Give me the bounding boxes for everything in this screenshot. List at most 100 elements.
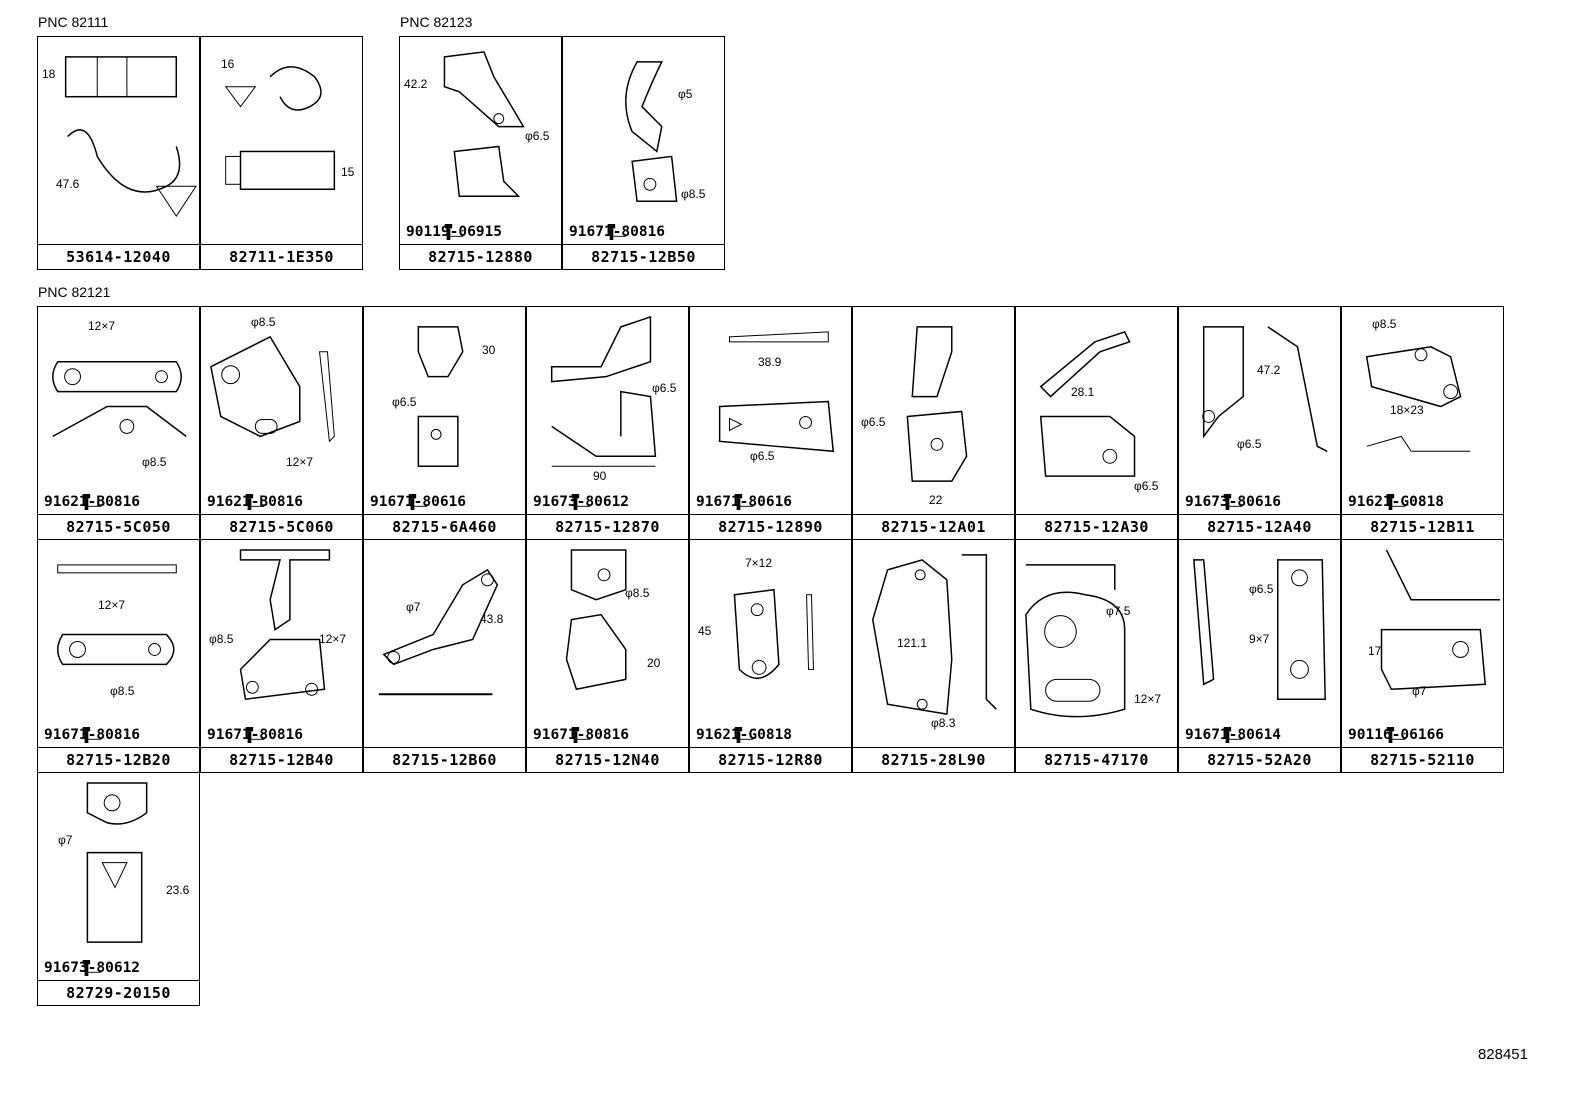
part-number: 82715-52A20 xyxy=(1207,751,1312,769)
dimension-label: φ6.5 xyxy=(1134,479,1159,493)
bolt-icon xyxy=(408,494,428,510)
bolt-part-number: 91671-80816 xyxy=(533,727,630,743)
bolt-icon xyxy=(1386,727,1406,743)
bolt-part-number: 91621-G0818 xyxy=(1348,494,1445,510)
part-number: 82715-52110 xyxy=(1370,751,1475,769)
part-number: 82715-12890 xyxy=(718,518,823,536)
bolt-part-number: 91671-80816 xyxy=(44,727,141,743)
pnc-label-82123: PNC 82123 xyxy=(400,14,473,30)
bolt-part-number: 91671-80614 xyxy=(1185,727,1282,743)
bolt-part-number: 90119-06915 xyxy=(406,224,503,240)
part-sketch xyxy=(1202,326,1328,452)
diagram-code: 828451 xyxy=(1477,1046,1528,1063)
bolt-icon xyxy=(82,494,102,510)
bolt-icon xyxy=(1386,494,1406,510)
bolt-icon xyxy=(1223,727,1243,743)
dimension-label: 38.9 xyxy=(758,355,782,369)
dimension-label: 47.6 xyxy=(56,177,80,191)
dimension-label: φ6.5 xyxy=(861,415,886,429)
part-number: 82711-1E350 xyxy=(229,248,334,266)
part-drawing: φ8.5 12×7 91621-B0816 xyxy=(201,307,362,515)
part-drawing: 7×12 45 91621-G0818 xyxy=(690,540,851,748)
part-number: 82715-12B60 xyxy=(392,751,497,769)
dimension-label: 45 xyxy=(698,624,712,638)
dimension-label: φ7 xyxy=(1412,684,1427,698)
dimension-label: 18 xyxy=(42,67,56,81)
dimension-label: 42.2 xyxy=(404,77,428,91)
part-number: 82715-12870 xyxy=(555,518,660,536)
dimension-label: 12×7 xyxy=(98,598,126,612)
pnc-label-82111: PNC 82111 xyxy=(38,14,109,30)
part-drawing: 18 47.6 xyxy=(38,37,199,245)
bolt-part-number: 91621-B0816 xyxy=(207,494,304,510)
bolt-callout: 91671-80816 xyxy=(533,727,629,743)
part-sketch xyxy=(64,56,197,218)
part-number: 53614-12040 xyxy=(66,248,171,266)
dimension-label: φ6.5 xyxy=(750,449,775,463)
part-number: 82715-6A460 xyxy=(392,518,497,536)
dimension-label: 12×7 xyxy=(286,455,314,469)
dimension-label: φ8.5 xyxy=(110,684,135,698)
bolt-part-number: 91673-80612 xyxy=(44,960,141,976)
dimension-label: φ7.5 xyxy=(1106,604,1131,618)
bolt-icon xyxy=(734,494,754,510)
part-sketch xyxy=(224,66,336,191)
part-sketch xyxy=(1025,564,1126,718)
dimension-label: 17 xyxy=(1368,644,1382,658)
part-number: 82715-12B50 xyxy=(591,248,696,266)
part-sketch xyxy=(86,782,148,943)
dimension-label: 7×12 xyxy=(745,556,773,570)
dimension-label: φ8.5 xyxy=(251,315,276,329)
dimension-label: 12×7 xyxy=(88,319,116,333)
bolt-callout: 91621-B0816 xyxy=(207,494,303,510)
bolt-callout: 91621-G0818 xyxy=(696,727,792,743)
part-number: 82715-12A30 xyxy=(1044,518,1149,536)
dimension-label: 47.2 xyxy=(1257,363,1281,377)
bolt-part-number: 91671-80816 xyxy=(207,727,304,743)
dimension-label: 30 xyxy=(482,343,496,357)
bolt-callout: 91671-80816 xyxy=(44,727,140,743)
pnc-label-82121: PNC 82121 xyxy=(38,284,111,300)
part-sketch xyxy=(1365,346,1471,452)
bolt-callout: 91671-80614 xyxy=(1185,727,1281,743)
part-sketch xyxy=(239,549,331,701)
bolt-callout: 91671-80616 xyxy=(370,494,466,510)
bolt-callout: 91621-B0816 xyxy=(44,494,140,510)
part-sketch xyxy=(1039,330,1136,477)
part-sketch xyxy=(625,61,678,202)
part-number: 82729-20150 xyxy=(66,984,171,1002)
bolt-icon xyxy=(571,494,591,510)
bolt-part-number: 91621-B0816 xyxy=(44,494,141,510)
dimension-label: φ8.5 xyxy=(142,455,167,469)
bolt-callout: 91621-G0818 xyxy=(1348,494,1444,510)
dimension-label: φ6.5 xyxy=(1249,582,1274,596)
bolt-icon xyxy=(82,727,102,743)
dimension-label: 23.6 xyxy=(166,883,190,897)
bolt-part-number: 91673-80616 xyxy=(1185,494,1282,510)
part-sketch xyxy=(1380,549,1501,691)
part-sketch xyxy=(443,51,525,197)
bolt-part-number: 91671-80616 xyxy=(370,494,467,510)
